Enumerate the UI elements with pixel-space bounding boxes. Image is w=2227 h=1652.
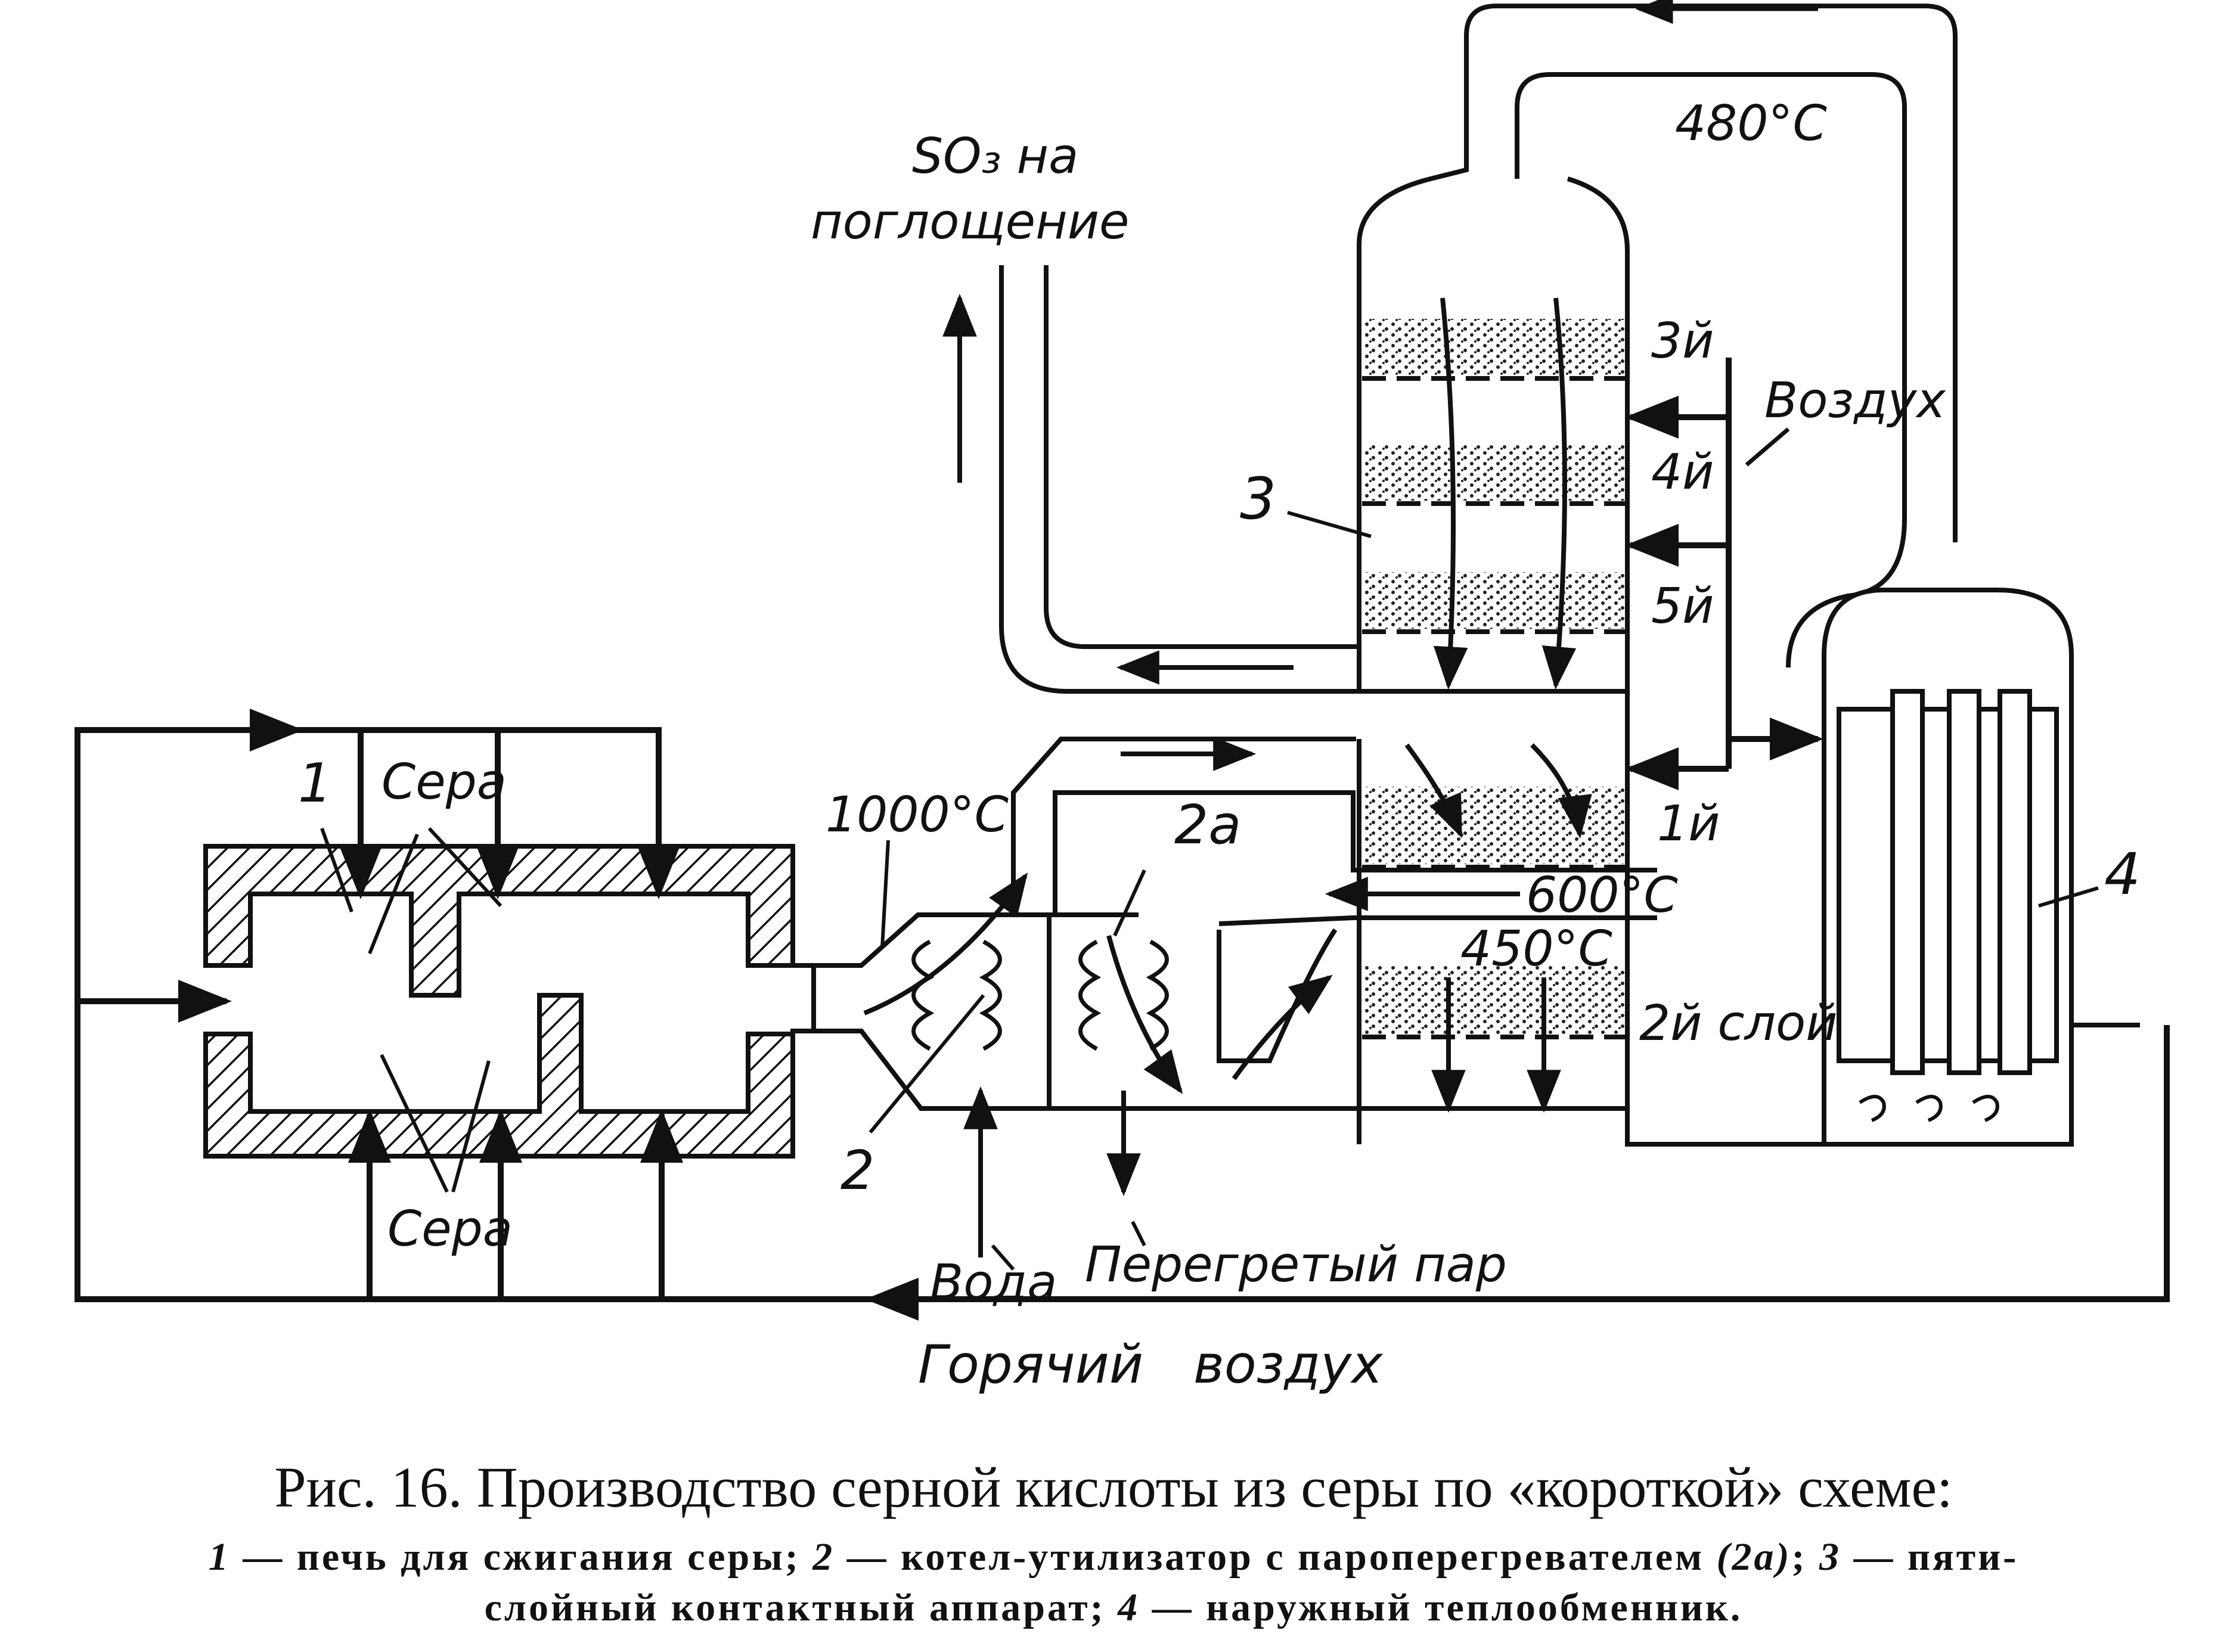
sulfur-furnace [203, 844, 816, 1159]
caption-num-3: 3 [1819, 1535, 1842, 1579]
waste-heat-boiler [814, 737, 1872, 1257]
caption-num-2a: (2а) [1716, 1535, 1792, 1579]
so3-outlet [942, 265, 1359, 694]
caption-num-4: 4 [1118, 1586, 1140, 1629]
leader-lines [320, 511, 1372, 1271]
contact-apparatus [1357, 4, 2140, 1144]
apparatus-number-label: 3 [1240, 465, 1276, 532]
steam-label: Перегретый пар [1085, 1237, 1507, 1293]
sulfur-top-label: Сера [381, 754, 507, 811]
so3-label-line2: поглощение [811, 194, 1129, 250]
layer-3-label: 3й [1651, 313, 1714, 369]
temp-600-label: 600°C [1526, 867, 1678, 924]
superheater-number-label: 2а [1174, 794, 1241, 856]
layer-5-label: 5й [1651, 578, 1714, 635]
hot-air-label: Горячий воздух [918, 1334, 1383, 1395]
sulfur-bottom-label: Сера [387, 1201, 513, 1257]
caption-text-5: слойный контактный аппарат; [484, 1586, 1118, 1629]
caption-text-2: — котел-утилизатор с пароперегревателем [835, 1535, 1717, 1579]
figure-caption-line-1: 1 — печь для сжигания серы; 2 — котел-ут… [0, 1535, 2227, 1580]
external-heat-exchanger [1822, 588, 2099, 1147]
caption-text-4: — пяти- [1841, 1535, 2019, 1579]
so3-label-line1: SO₃ на [912, 128, 1078, 185]
caption-num-2: 2 [812, 1535, 835, 1579]
furnace-number-label: 1 [298, 752, 332, 815]
figure-caption-title: Рис. 16. Производство серной кислоты из … [274, 1455, 1953, 1519]
air-label: Воздух [1764, 372, 1946, 429]
caption-text-3: ; [1791, 1535, 1820, 1579]
layer-4-label: 4й [1651, 444, 1714, 501]
temp-480-label: 480°C [1675, 95, 1827, 152]
caption-text-1: — печь для сжигания серы; [230, 1535, 813, 1579]
temp-450-label: 450°C [1460, 921, 1612, 977]
layer-2-label: 2й слой [1639, 995, 1837, 1052]
hot-air-lines [75, 709, 2170, 1321]
boiler-number-label: 2 [840, 1139, 874, 1202]
layer-1-label: 1й [1657, 796, 1720, 852]
figure-caption-line-2: слойный контактный аппарат; 4 — наружный… [0, 1585, 2227, 1631]
exchanger-number-label: 4 [2104, 841, 2141, 908]
caption-text-6: — наружный теплообменник. [1140, 1586, 1743, 1629]
temp-1000-label: 1000°C [826, 787, 1009, 843]
caption-num-1: 1 [208, 1535, 231, 1579]
water-label: Вода [930, 1254, 1057, 1311]
